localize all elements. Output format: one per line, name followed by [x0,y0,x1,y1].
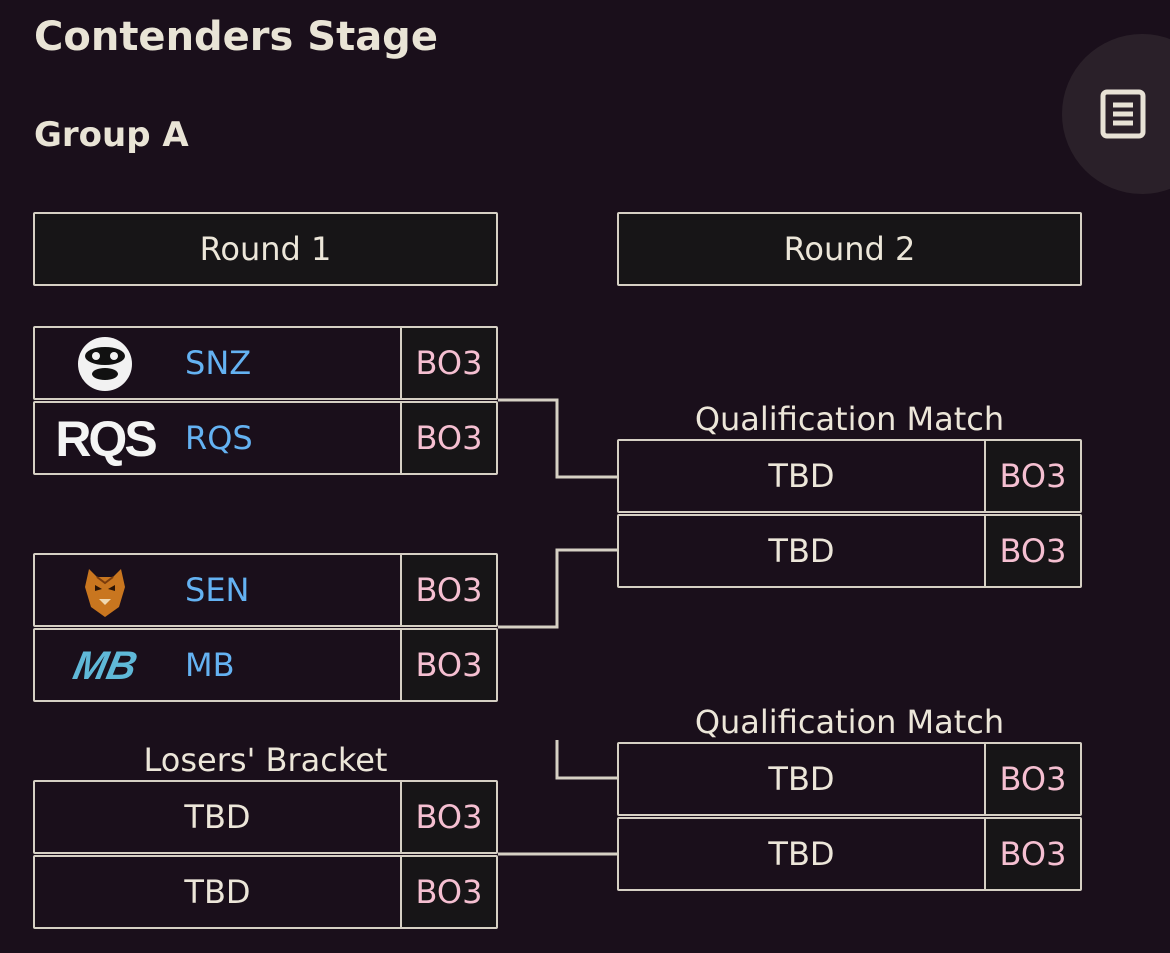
round-2-header: Round 2 [617,212,1082,286]
team-row-mb[interactable]: MB MB BO3 [33,628,498,702]
format-badge: BO3 [984,744,1080,814]
team-name: SNZ [185,344,252,382]
list-icon [1100,89,1146,139]
slot-name: TBD [768,532,835,570]
format-badge: BO3 [984,516,1080,586]
format-badge: BO3 [984,441,1080,511]
slot-name: TBD [184,873,251,911]
team-row-snz[interactable]: SNZ BO3 [33,326,498,400]
format-badge: BO3 [400,403,496,473]
slot-name: TBD [184,798,251,836]
round-1-header: Round 1 [33,212,498,286]
qual1-slot-1[interactable]: TBD BO3 [617,439,1082,513]
format-badge: BO3 [400,630,496,700]
connector-match2-to-qual1 [498,548,617,629]
team-row-sen[interactable]: SEN BO3 [33,553,498,627]
team-name: MB [185,646,235,684]
format-badge: BO3 [400,328,496,398]
group-title: Group A [34,115,189,155]
qualification-match-label: Qualification Match [694,400,1005,438]
tiger-logo [47,561,163,621]
panda-logo [47,334,163,394]
format-badge: BO3 [984,819,1080,889]
slot-name: TBD [768,835,835,873]
connector-to-qual2 [555,740,617,780]
slot-name: TBD [768,457,835,495]
qual2-slot-2[interactable]: TBD BO3 [617,817,1082,891]
qual2-slot-1[interactable]: TBD BO3 [617,742,1082,816]
team-name: RQS [185,419,253,457]
toc-button[interactable] [1062,34,1170,194]
losers-slot-1[interactable]: TBD BO3 [33,780,498,854]
qualification-match-label: Qualification Match [694,703,1005,741]
mb-logo: MB [69,643,141,688]
format-badge: BO3 [400,857,496,927]
losers-slot-2[interactable]: TBD BO3 [33,855,498,929]
connector-match1-to-qual1 [498,398,617,479]
losers-bracket-label: Losers' Bracket [143,741,388,779]
rqs-logo: RQS [55,411,157,467]
format-badge: BO3 [400,555,496,625]
qual1-slot-2[interactable]: TBD BO3 [617,514,1082,588]
team-name: SEN [185,571,250,609]
format-badge: BO3 [400,782,496,852]
stage-title: Contenders Stage [34,14,438,60]
team-row-rqs[interactable]: RQS RQS BO3 [33,401,498,475]
slot-name: TBD [768,760,835,798]
